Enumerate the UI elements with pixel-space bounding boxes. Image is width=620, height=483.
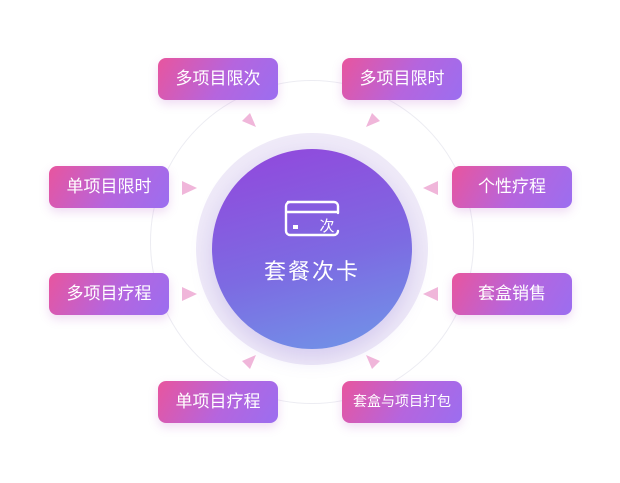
- arrow-icon: [238, 353, 258, 373]
- node-kit-item-bundle[interactable]: 套盒与项目打包: [342, 381, 462, 423]
- node-kit-sales[interactable]: 套盒销售: [452, 273, 572, 315]
- arrow-icon: [178, 284, 198, 304]
- arrow-icon: [422, 284, 442, 304]
- center-title: 套餐次卡: [263, 260, 360, 285]
- card-icon-label: 次: [319, 217, 335, 235]
- node-single-item-course[interactable]: 单项目疗程: [158, 381, 278, 423]
- node-custom-course[interactable]: 个性疗程: [452, 166, 572, 208]
- arrow-icon: [422, 178, 442, 198]
- node-single-item-time[interactable]: 单项目限时: [49, 166, 169, 208]
- node-multi-item-course[interactable]: 多项目疗程: [49, 273, 169, 315]
- card-icon: [284, 200, 340, 240]
- arrow-icon: [178, 178, 198, 198]
- arrow-icon: [238, 109, 258, 129]
- node-multi-item-count[interactable]: 多项目限次: [158, 58, 278, 100]
- orbit-ring: [150, 80, 474, 404]
- node-multi-item-time[interactable]: 多项目限时: [342, 58, 462, 100]
- center-circle: [212, 149, 412, 349]
- arrow-icon: [364, 353, 384, 373]
- arrow-icon: [364, 109, 384, 129]
